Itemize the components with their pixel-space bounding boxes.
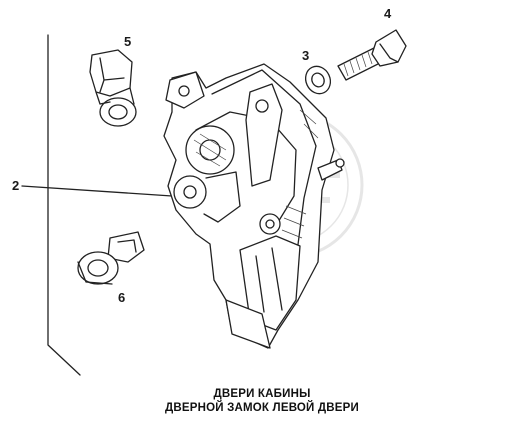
callout-label-6: 6 — [118, 290, 125, 305]
callout-label-2: 2 — [12, 178, 19, 193]
callout-label-4: 4 — [384, 6, 392, 21]
part-6-clip — [77, 231, 145, 285]
part-2-door-lock — [163, 63, 345, 349]
caption-section-title: ДВЕРИ КАБИНЫ — [213, 388, 311, 400]
callout-label-5: 5 — [124, 34, 131, 49]
callout-label-3: 3 — [302, 48, 309, 63]
part-4-bolt — [337, 29, 407, 81]
group-bracket-line — [47, 34, 81, 376]
leader-line-2 — [21, 185, 173, 197]
part-5-clip — [89, 49, 137, 127]
part-3-washer — [304, 65, 332, 95]
caption-assembly-title: ДВЕРНОЙ ЗАМОК ЛЕВОЙ ДВЕРИ — [164, 402, 360, 414]
